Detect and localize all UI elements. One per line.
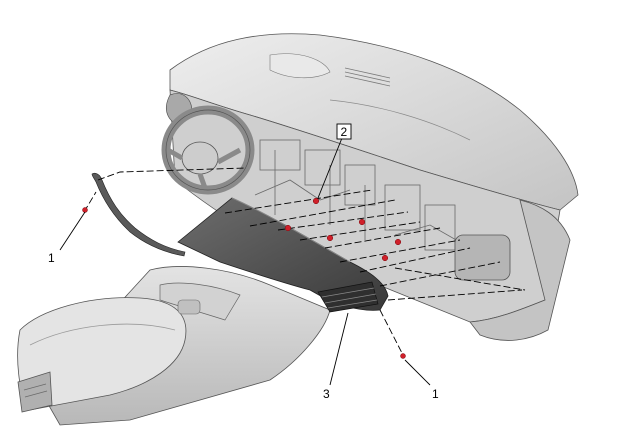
leader-line-1-left: [59, 211, 86, 251]
callout-3: 3: [323, 387, 330, 401]
callout-2-box: [336, 123, 352, 140]
leader-line-1-right: [404, 359, 431, 386]
clip: [326, 234, 334, 242]
leader-lines: [59, 137, 431, 386]
center-console: [17, 266, 331, 426]
trim-strip: [91, 172, 186, 257]
steering-wheel: [161, 105, 255, 195]
callout-1-right: 1: [432, 387, 439, 401]
instrument-panel-end-cap: [469, 199, 571, 341]
clip: [284, 224, 292, 232]
console-side-trim-panel: [177, 197, 389, 313]
console-cupholder: [177, 299, 201, 315]
dash-crease: [329, 99, 471, 141]
instrument-panel: [166, 33, 579, 341]
top-pad-recess: [269, 53, 331, 79]
clip: [358, 218, 366, 226]
trim-panel-vent: [317, 281, 379, 313]
clip: [381, 254, 389, 262]
armrest-seam: [29, 323, 176, 346]
leader-line-3: [329, 312, 349, 386]
glove-box-housing: [454, 234, 511, 281]
clip: [394, 238, 402, 246]
trim-panel-top-edge: [231, 197, 351, 263]
instrument-panel-inner-structure: [254, 139, 466, 251]
fastener-right: [400, 353, 406, 359]
defroster-vent: [344, 67, 391, 87]
leader-line-2: [317, 137, 343, 199]
callout-2: 2: [341, 125, 348, 139]
callout-1-left: 1: [48, 251, 55, 265]
fastener-left: [82, 207, 88, 213]
console-shifter-area: [159, 282, 241, 321]
fasteners: [82, 197, 406, 359]
clip: [312, 197, 320, 205]
rear-console-vents: [17, 371, 53, 413]
